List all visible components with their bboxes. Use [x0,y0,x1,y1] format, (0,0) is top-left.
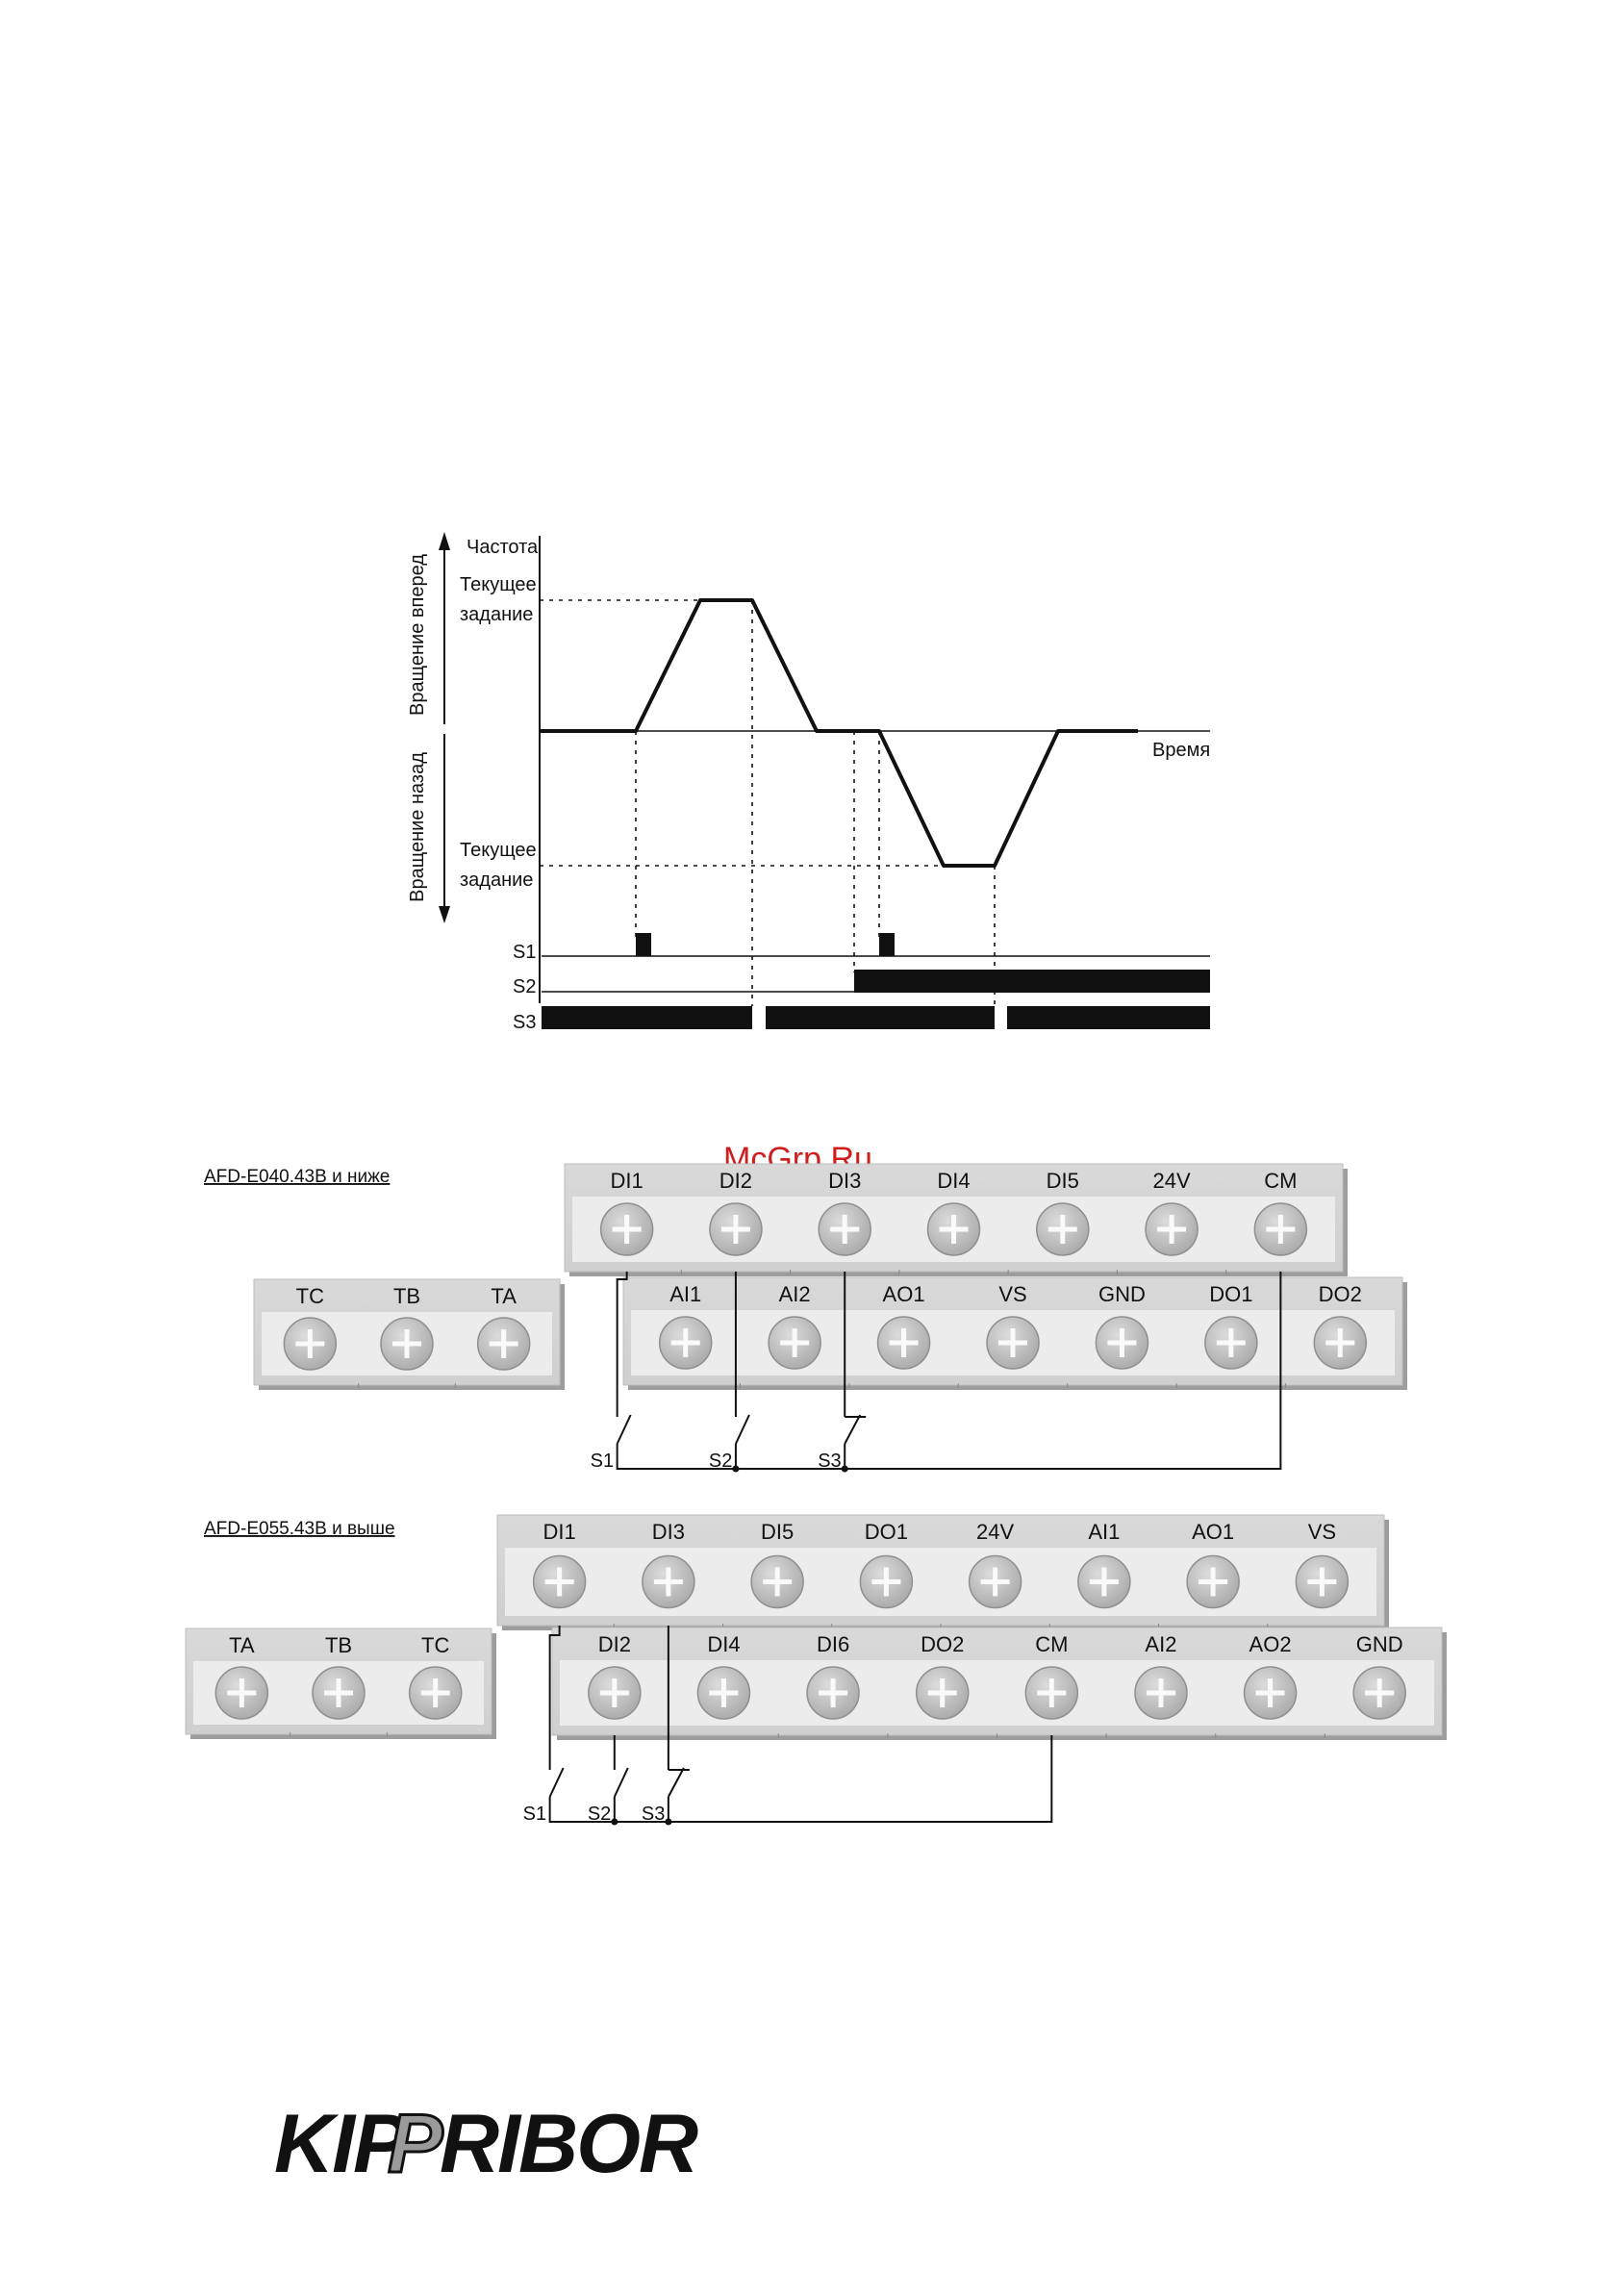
signal-label-s1: S1 [513,942,536,963]
terminal-label: TB [325,1633,352,1657]
terminal-label: AO1 [1192,1520,1234,1544]
terminal-label: GND [1356,1632,1403,1656]
signal-s3-active [542,1006,752,1029]
terminal-label: DO1 [865,1520,908,1544]
junction-dot [665,1819,671,1826]
signal-s1-pulse [879,933,895,956]
switch-label: S1 [523,1804,546,1825]
signal-s2-active [854,970,1210,993]
terminal-label: CM [1264,1169,1297,1193]
switch-blade [618,1415,631,1444]
model-title-large: AFD-E055.43B и выше [204,1519,395,1539]
switch-blade [736,1415,749,1444]
timing-diagram: Вращение вперед Вращение назад Частота Т… [407,532,1210,1033]
terminal-label: TC [296,1284,324,1308]
forward-rotation-label: Вращение вперед [407,554,428,716]
junction-dot [732,1466,739,1473]
switch-blade [845,1415,860,1444]
terminal-label: DI5 [1047,1169,1079,1193]
signal-s3-active [766,1006,995,1029]
terminal-label: DI5 [761,1520,794,1544]
terminal-label: VS [998,1282,1026,1306]
terminal-label: TA [229,1633,255,1657]
time-axis-label: Время [1152,740,1210,761]
terminal-row-top: DI1 DI2 DI3 DI4 DI5 24V CM [565,1164,1348,1276]
terminal-label: DO1 [1209,1282,1252,1306]
terminal-label: TC [421,1633,449,1657]
reverse-rotation-label: Вращение назад [407,752,428,902]
terminal-label: DI6 [817,1632,849,1656]
forward-arrow-icon [439,532,450,550]
terminal-label: DI2 [598,1632,631,1656]
reverse-arrow-icon [439,906,450,923]
terminal-label: AI1 [1088,1520,1120,1544]
signal-s1-pulse [636,933,651,956]
model-title-small: AFD-E040.43B и ниже [204,1167,390,1187]
terminal-block-large: DI1 DI3 DI5 DO1 24V AI1 AO1 VS TA TB TC DI2 DI4 DI6 DO… [186,1515,1447,1826]
terminal-block-small: DI1 DI2 DI3 DI4 DI5 24V CM TC TB TA AI1 AI2 AO1 VS GND… [254,1164,1407,1473]
terminal-label: 24V [1152,1169,1190,1193]
terminal-label: AI1 [669,1282,701,1306]
terminal-label: AO2 [1249,1632,1292,1656]
signal-s3-active [1007,1006,1210,1029]
logo-part2: P [388,2098,443,2190]
signal-label-s2: S2 [513,976,536,997]
terminal-strip-face [560,1660,1434,1726]
terminal-strip-face [505,1548,1376,1616]
terminal-label: TB [393,1284,420,1308]
logo-part3: RIBOR [440,2098,698,2190]
terminal-label: CM [1035,1632,1068,1656]
frequency-axis-label: Частота [467,537,539,558]
switch-label: S1 [591,1451,614,1472]
switch-blade [615,1768,628,1797]
terminal-row-bottom: AI1 AI2 AO1 VS GND DO1 DO2 [623,1277,1407,1390]
terminal-row-top: DI1 DI3 DI5 DO1 24V AI1 AO1 VS [497,1515,1389,1630]
setpoint-top-line2: задание [460,604,533,625]
terminal-label: AO1 [883,1282,925,1306]
terminal-label: GND [1098,1282,1146,1306]
terminal-label: VS [1308,1520,1336,1544]
setpoint-top-line1: Текущее [460,574,537,595]
wire [550,1735,1052,1822]
signal-label-s3: S3 [513,1012,536,1033]
setpoint-bottom-line1: Текущее [460,840,537,861]
switch-blade [550,1768,564,1797]
terminal-label: DI1 [611,1169,643,1193]
terminal-label: AI2 [779,1282,811,1306]
junction-dot [611,1819,618,1826]
terminal-label: DI3 [828,1169,861,1193]
kippribor-logo: KIP P RIBOR [274,2098,698,2190]
terminal-label: 24V [976,1520,1014,1544]
terminal-label: DI4 [707,1632,740,1656]
terminal-label: TA [491,1284,517,1308]
terminal-label: AI2 [1145,1632,1176,1656]
terminal-row-relay: TA TB TC [186,1628,496,1739]
terminal-label: DO2 [921,1632,964,1656]
terminal-row-bottom: DI2 DI4 DI6 DO2 CM AI2 AO2 GND [552,1627,1447,1740]
terminal-label: DI1 [543,1520,576,1544]
event-markers [636,600,995,1006]
setpoint-bottom-line2: задание [460,870,533,891]
terminal-label: DO2 [1319,1282,1362,1306]
switch-blade [669,1768,684,1797]
terminal-label: DI2 [719,1169,752,1193]
frequency-profile-line [540,600,1138,866]
terminal-label: DI4 [937,1169,970,1193]
terminal-row-relay: TC TB TA [254,1279,565,1390]
terminal-label: DI3 [652,1520,685,1544]
junction-dot [842,1466,848,1473]
